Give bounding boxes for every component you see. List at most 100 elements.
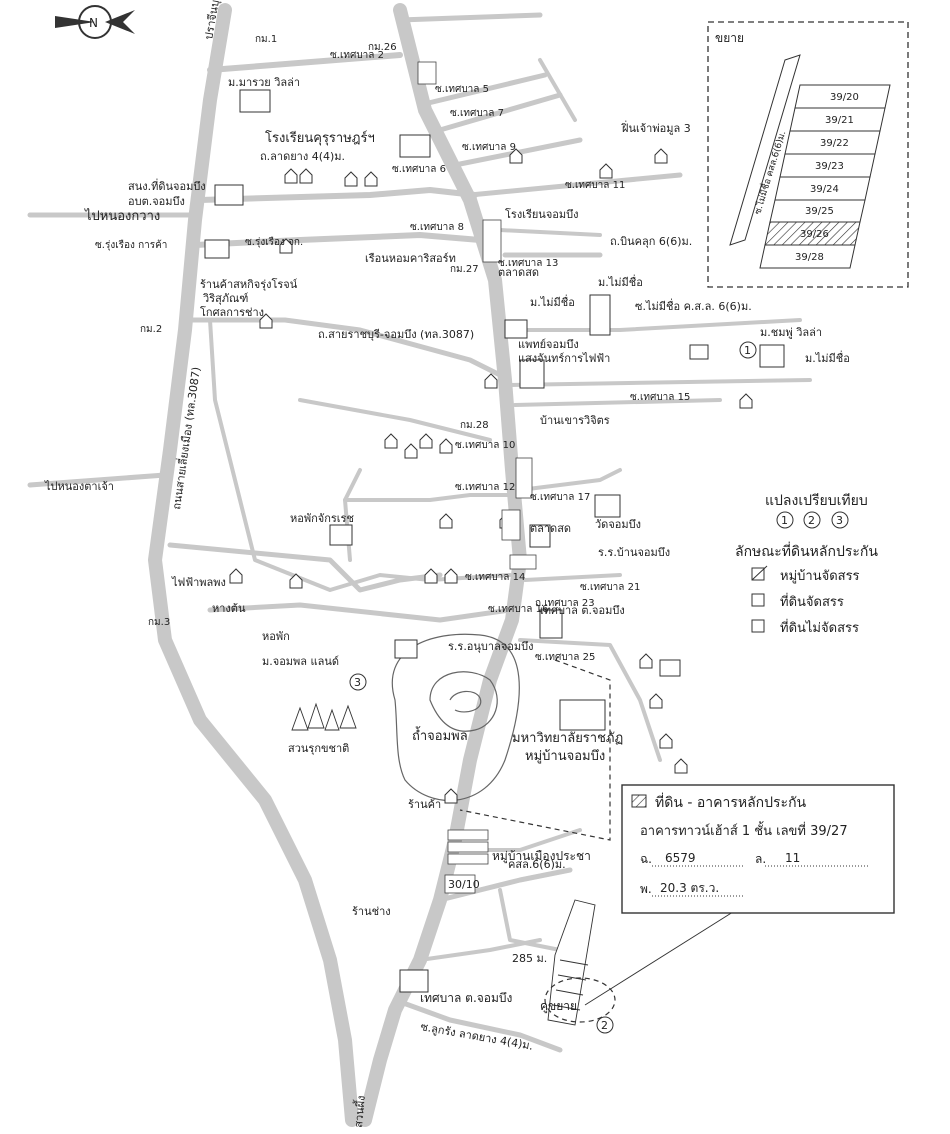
building-icon <box>399 969 429 993</box>
soi-label: ซ.เทศบาล 11 <box>565 180 625 191</box>
inset-lot: 39/22 <box>820 138 849 149</box>
km-marker: กม.2 <box>140 324 162 335</box>
legend-swatch-unallocated-icon <box>751 619 765 633</box>
place-label: ตลาดสด <box>530 522 571 535</box>
building-icon <box>539 609 563 639</box>
place-label: คูขยาย <box>540 999 577 1014</box>
km-marker: กม.28 <box>460 420 489 431</box>
info-deed-value: 6579 <box>665 851 696 865</box>
building-icon <box>659 659 681 677</box>
building-icon <box>394 639 418 659</box>
road-network <box>27 3 812 1127</box>
soi-label: ซ.เทศบาล 14 <box>465 572 525 583</box>
legend-compare-markers: 1 2 3 <box>776 511 849 529</box>
km-marker: กม.1 <box>255 34 277 45</box>
main-road <box>358 3 527 1127</box>
soi-label: ซ.รุ่งเรือง การค้า <box>95 239 167 251</box>
place-label: โกศลการช่าง <box>200 305 264 319</box>
soi-label: ซ.เทศบาล 21 <box>580 582 640 593</box>
inset-lot: 39/25 <box>805 206 834 217</box>
comparison-marker-3: 3 <box>354 676 361 689</box>
legend-collateral-title: ลักษณะที่ดินหลักประกัน <box>735 542 878 560</box>
road-label-south: สวนผึ้ง <box>350 1095 368 1128</box>
legend-swatch-allocated-icon <box>751 593 765 607</box>
place-label: ร.ร.บ้านจอมบึง <box>598 546 670 559</box>
inset-lot-labels: 39/20 39/21 39/22 39/23 39/24 39/25 39/2… <box>795 92 859 263</box>
info-area-value: 20.3 ตร.ว. <box>660 881 719 895</box>
legend-item-allocated: ที่ดินจัดสรร <box>780 593 844 610</box>
place-label: วัดจอมบึง <box>595 518 641 531</box>
place-label: ม.ไม่มีชื่อ <box>598 274 643 289</box>
building-icon <box>559 699 606 731</box>
building-icon <box>204 239 230 259</box>
legend-marker-1: 1 <box>781 514 788 527</box>
place-label: เทศบาล ต.จอมบึง <box>540 604 625 617</box>
place-label: ตลาดสด <box>498 266 539 279</box>
soi-label: ซ.เทศบาล 25 <box>535 652 595 663</box>
building-icon <box>329 524 353 546</box>
inset-lot: 39/21 <box>825 115 854 126</box>
road-label-binklub: ถ.บินคลุก 6(6)ม. <box>610 235 692 248</box>
soi-label: ซ.เทศบาล 15 <box>630 392 690 403</box>
soi-labels: ซ.เทศบาล 2 ซ.เทศบาล 5 ซ.เทศบาล 6 ซ.เทศบา… <box>95 50 690 663</box>
place-label: ฝิ่นเจ้าพ่อมูล 3 <box>620 120 690 135</box>
comparison-marker-2: 2 <box>601 1019 608 1032</box>
place-label: ร.ร.อนุบาลจอมบึง <box>448 640 534 653</box>
km-marker: กม.27 <box>450 264 479 275</box>
road-label-nomaimi: ซ.ไม่มีชื่อ ค.ส.ล. 6(6)ม. <box>635 298 752 313</box>
place-label: หมู่บ้านจอมบึง <box>525 749 605 764</box>
info-area-label: พ. <box>640 882 652 896</box>
km-markers: กม.1 กม.2 กม.3 กม.26 กม.27 กม.28 <box>140 34 489 628</box>
place-label: เทศบาล ต.จอมบึง <box>420 991 512 1005</box>
road-label-sai-ratburi: ถ.สายราชบุรี-จอมบึง (ทล.3087) <box>318 328 474 341</box>
north-arrow-icon: N <box>55 5 135 39</box>
place-label: ม.ชมพู่ วิลล่า <box>760 326 822 339</box>
comparison-markers: 1 2 3 <box>349 341 757 1034</box>
legend: แปลงเปรียบเทียบ 1 2 3 ลักษณะที่ดินหลักปร… <box>735 493 878 636</box>
townhouse-rows <box>417 61 537 894</box>
info-deed-label: ฉ. <box>640 852 652 866</box>
subject-lot-strip <box>544 894 761 1026</box>
soi-label: ซ.เทศบาล 17 <box>530 492 590 503</box>
place-label: ร้านช่าง <box>352 905 391 918</box>
soi-label: ซ.เทศบาล 10 <box>455 440 515 451</box>
building-icon <box>759 344 785 368</box>
comparison-marker-1: 1 <box>744 344 751 357</box>
inset-lot: 39/26 <box>800 229 829 240</box>
inset-title: ขยาย <box>715 31 744 45</box>
place-label: หมู่บ้านเมืองประชา <box>492 849 591 864</box>
place-labels: โรงเรียนคุรุราษฎร์ฯ โรงเรียนจอมบึง ม.ชมพ… <box>128 76 850 1014</box>
bypass-road <box>148 3 359 1127</box>
building-icon <box>214 184 244 206</box>
legend-item-unallocated: ที่ดินไม่จัดสรร <box>780 619 859 636</box>
place-label: ม.มารวย วิลล่า <box>228 76 300 89</box>
park-trees-icon <box>291 702 357 731</box>
place-label: ร้านค้า <box>408 798 441 811</box>
soi-label: ซ.เทศบาล 6 <box>392 164 446 175</box>
place-label: โรงเรียนจอมบึง <box>505 207 578 221</box>
place-label: หางต้น <box>212 602 246 615</box>
place-label: ม.จอมพล แลนด์ <box>262 655 339 668</box>
place-label: ถ้ำจอมพล <box>412 726 468 744</box>
collateral-hatch-icon <box>631 794 647 808</box>
legend-item-village: หมู่บ้านจัดสรร <box>780 569 860 584</box>
inset-lot: 39/23 <box>815 161 844 172</box>
road-label-latyang: ถ.ลาดยาง 4(4)ม. <box>260 150 345 163</box>
road-label-ksl: คสล.6(6)ม. <box>508 858 566 871</box>
place-label: แสงจันทร์การไฟฟ้า <box>518 352 610 365</box>
collateral-info-box: ที่ดิน - อาคารหลักประกัน อาคารทาวน์เฮ้าส… <box>621 784 895 914</box>
road-label-nongkrathong: ไปหนองกวาง <box>84 208 160 224</box>
place-label: ม.ไม่มีชื่อ <box>805 350 850 365</box>
place-label: ม.ไม่มีชื่อ <box>530 294 575 309</box>
km-marker: กม.26 <box>368 42 397 53</box>
place-label: โรงเรียนคุรุราษฎร์ฯ <box>265 130 375 146</box>
soi-label: ซ.เทศบาล 13 <box>498 258 558 269</box>
info-title: ที่ดิน - อาคารหลักประกัน <box>655 793 807 811</box>
place-label: ไฟฟ้าพลพง <box>171 576 226 589</box>
soi-label: ซ.เทศบาล 12 <box>455 482 515 493</box>
soi-label: ซ.เทศบาล 2 <box>330 50 384 61</box>
info-subtitle: อาคารทาวน์เฮ้าส์ 1 ชั้น เลขที่ 39/27 <box>640 821 848 839</box>
info-lot-label: ล. <box>755 852 766 866</box>
building-icon <box>504 319 528 339</box>
place-label: ร้านค้าสหกิจรุ่งโรจน์ <box>200 277 298 291</box>
